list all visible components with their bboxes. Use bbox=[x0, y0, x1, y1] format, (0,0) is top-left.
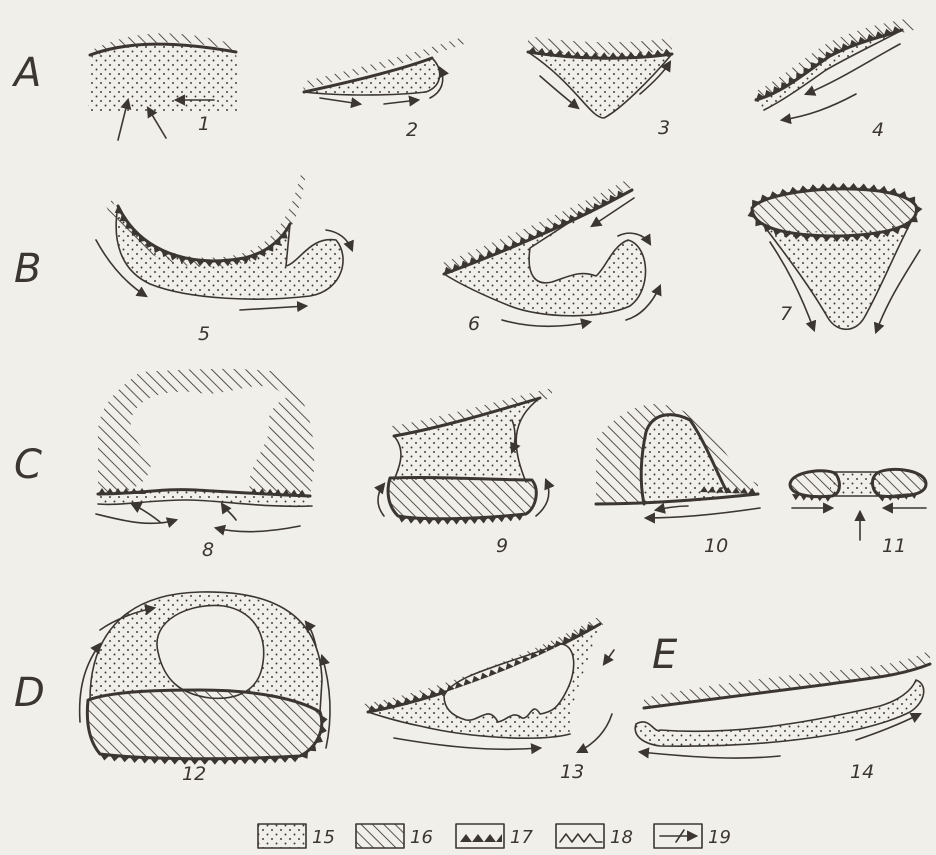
panel-1: 1 bbox=[88, 33, 240, 140]
panel-14: 14 bbox=[635, 650, 930, 783]
legend-label-16: 16 bbox=[410, 827, 433, 848]
panel-number-6: 6 bbox=[468, 313, 480, 335]
row-label-b: B bbox=[14, 246, 41, 292]
panel-5: 5 bbox=[96, 172, 352, 345]
panel-number-5: 5 bbox=[198, 323, 210, 345]
panel-4: 4 bbox=[754, 18, 914, 141]
panel-8: 8 bbox=[96, 369, 314, 561]
legend-item-15: 15 bbox=[258, 824, 335, 848]
panel-7: 7 bbox=[752, 189, 920, 332]
row-label-d: D bbox=[14, 670, 45, 716]
legend-label-18: 18 bbox=[610, 827, 633, 848]
panel-number-12: 12 bbox=[182, 763, 206, 785]
panel-10: 10 bbox=[596, 404, 760, 557]
panel-number-9: 9 bbox=[496, 535, 508, 557]
panel-6: 6 bbox=[440, 178, 660, 335]
panel-number-3: 3 bbox=[658, 117, 670, 139]
panel-number-10: 10 bbox=[704, 535, 728, 557]
legend: 15 16 17 18 19 bbox=[258, 824, 731, 848]
legend-label-15: 15 bbox=[312, 827, 335, 848]
legend-label-17: 17 bbox=[510, 827, 533, 848]
legend-item-16: 16 bbox=[356, 824, 433, 848]
panel-number-13: 13 bbox=[560, 761, 584, 783]
panel-number-11: 11 bbox=[882, 535, 906, 557]
panel-number-7: 7 bbox=[780, 303, 792, 325]
panel-13: 13 bbox=[364, 616, 614, 783]
panel-number-4: 4 bbox=[872, 119, 884, 141]
panel-number-1: 1 bbox=[198, 113, 210, 135]
row-label-a: A bbox=[11, 50, 41, 96]
legend-label-19: 19 bbox=[708, 827, 731, 848]
panel-number-2: 2 bbox=[406, 119, 418, 141]
panel-2: 2 bbox=[302, 36, 470, 141]
panel-number-8: 8 bbox=[202, 539, 214, 561]
legend-item-18: 18 bbox=[556, 824, 633, 848]
legend-item-19: 19 bbox=[654, 824, 731, 848]
panel-number-14: 14 bbox=[850, 761, 874, 783]
row-label-e: E bbox=[652, 632, 678, 678]
panel-9: 9 bbox=[378, 388, 552, 557]
legend-item-17: 17 bbox=[456, 824, 533, 848]
row-label-c: C bbox=[14, 442, 42, 488]
panel-11: 11 bbox=[790, 469, 926, 557]
